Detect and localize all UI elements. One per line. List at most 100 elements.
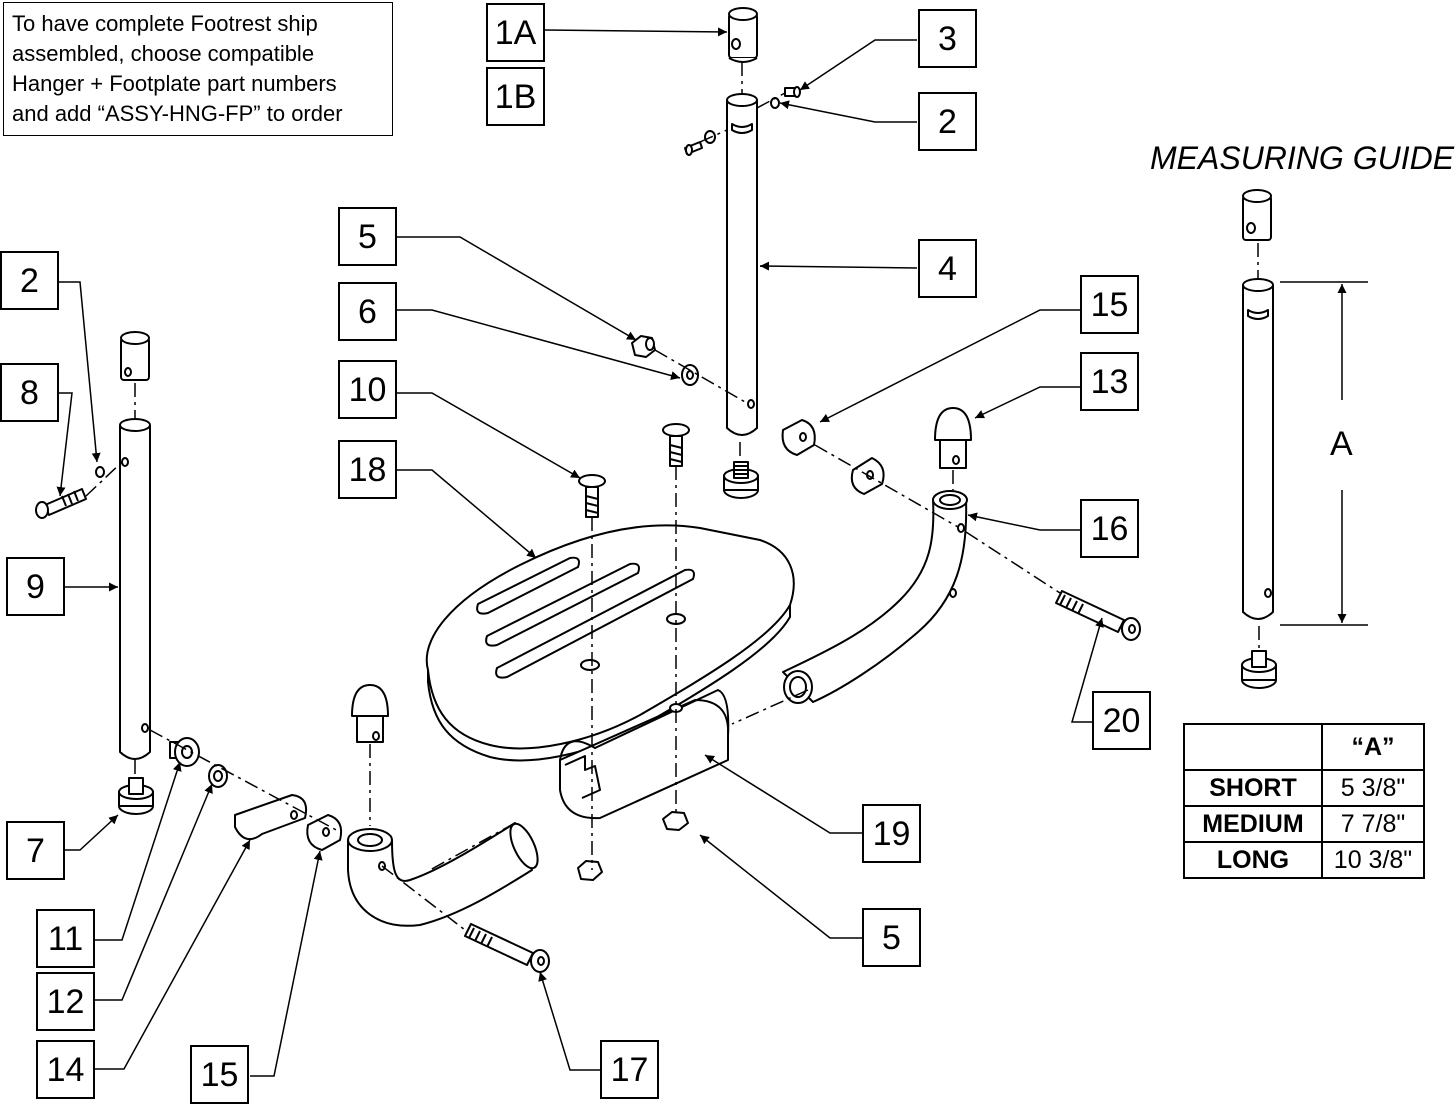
callout-label: 7: [26, 832, 45, 870]
callout-box: [600, 1040, 659, 1099]
leader-7: [65, 814, 119, 851]
leader-12: [95, 783, 213, 1001]
size-cell: LONG: [1183, 841, 1323, 879]
callout-box: [486, 67, 545, 126]
assembly-line: [814, 444, 959, 528]
callout-15-right: 15: [1080, 275, 1139, 334]
leader-13: [974, 386, 1080, 419]
table-row: SHORT 5 3/8": [1183, 769, 1425, 807]
callout-box: [0, 251, 59, 310]
callout-2-left: 2: [0, 251, 59, 310]
screw-top-right-part: [784, 86, 801, 98]
table-row: LONG 10 3/8": [1183, 841, 1425, 879]
callout-label: 20: [1103, 702, 1141, 740]
leader-20: [1071, 617, 1104, 723]
assembly-line: [731, 689, 809, 725]
leader-10: [397, 392, 581, 479]
callout-6: 6: [338, 282, 397, 341]
glide-left-part: [118, 777, 154, 815]
value-cell: 7 7/8": [1321, 805, 1425, 843]
screw-10-right-part: [662, 423, 690, 467]
callout-label: 14: [47, 1051, 85, 1089]
bolt-8-part: [35, 488, 87, 519]
measuring-guide-title: MEASURING GUIDE: [1150, 140, 1455, 176]
callout-label: 2: [20, 262, 39, 300]
callout-label: 2: [938, 103, 957, 141]
callout-box: [36, 1040, 95, 1099]
callout-label: 1A: [495, 14, 537, 52]
assembly-line: [654, 349, 746, 403]
callout-label: 4: [938, 250, 957, 288]
leader-8: [56, 392, 73, 497]
callout-1B: 1B: [486, 67, 545, 126]
dimension-a-label: A: [1330, 425, 1353, 463]
callout-1A: 1A: [486, 3, 545, 62]
nut-bottom-left-part: [577, 860, 603, 881]
callout-11: 11: [36, 909, 95, 968]
callout-3: 3: [918, 9, 977, 68]
callout-box: [918, 92, 977, 151]
assembly-note: To have complete Footrest ship assembled…: [3, 2, 393, 136]
assembly-line: [149, 729, 341, 833]
callout-box: [338, 360, 397, 419]
leader-18: [397, 469, 537, 559]
callout-box: [190, 1045, 249, 1104]
callout-label: 9: [26, 568, 45, 606]
callout-label: 6: [358, 293, 377, 331]
callout-box: [1092, 691, 1151, 750]
washer-left-part: [95, 466, 105, 478]
size-cell: MEDIUM: [1183, 805, 1323, 843]
callout-box: [6, 557, 65, 616]
callout-19: 19: [862, 804, 921, 863]
value-cell: 5 3/8": [1321, 769, 1425, 807]
callout-8: 8: [0, 363, 59, 422]
callout-box: [862, 804, 921, 863]
callout-box: [486, 3, 545, 62]
callout-label: 3: [938, 20, 957, 58]
callout-5-top: 5: [338, 207, 397, 266]
callout-7: 7: [6, 821, 65, 880]
callout-10: 10: [338, 360, 397, 419]
callout-14: 14: [36, 1040, 95, 1099]
callout-box: [36, 909, 95, 968]
bolt-17-part: [464, 923, 550, 973]
leader-15-bottom: [250, 850, 323, 1077]
leader-2-top: [779, 100, 917, 123]
hook-14-part: [234, 794, 308, 841]
callout-box: [918, 239, 977, 298]
callout-label: 1B: [495, 78, 537, 116]
leader-15-right: [819, 309, 1080, 423]
leader-2-left: [58, 281, 101, 463]
table-header-cell: [1183, 723, 1323, 771]
callout-box: [918, 9, 977, 68]
callout-box: [338, 207, 397, 266]
plug-left-part: [351, 684, 389, 743]
callout-box: [338, 440, 397, 499]
callout-label: 5: [358, 218, 377, 256]
note-line: assembled, choose compatible: [12, 41, 315, 66]
leader-1A: [544, 27, 728, 37]
plug-right-part: [934, 407, 972, 469]
leader-5-bottom: [699, 834, 862, 939]
callout-16: 16: [1080, 499, 1139, 558]
callout-label: 10: [349, 371, 387, 409]
footplate-part: [425, 524, 795, 762]
dimension-A: [1280, 281, 1368, 626]
value-cell: 10 3/8": [1321, 841, 1425, 879]
hanger-right-part: [782, 490, 968, 704]
callout-box: [1080, 499, 1139, 558]
measurement-table: “A” SHORT 5 3/8" MEDIUM 7 7/8" LONG 10 3…: [1183, 723, 1425, 879]
callout-box: [338, 282, 397, 341]
tube-top-part: [726, 93, 758, 436]
assembly-line: [429, 822, 516, 871]
leader-4: [759, 261, 918, 271]
assembly-line: [85, 461, 123, 497]
callout-label: 5: [882, 919, 901, 957]
assembly-line: [756, 92, 786, 109]
callout-20: 20: [1092, 691, 1151, 750]
bushing-11-part: [169, 737, 200, 767]
tube-left-part: [119, 418, 151, 760]
leader-17: [538, 971, 600, 1071]
